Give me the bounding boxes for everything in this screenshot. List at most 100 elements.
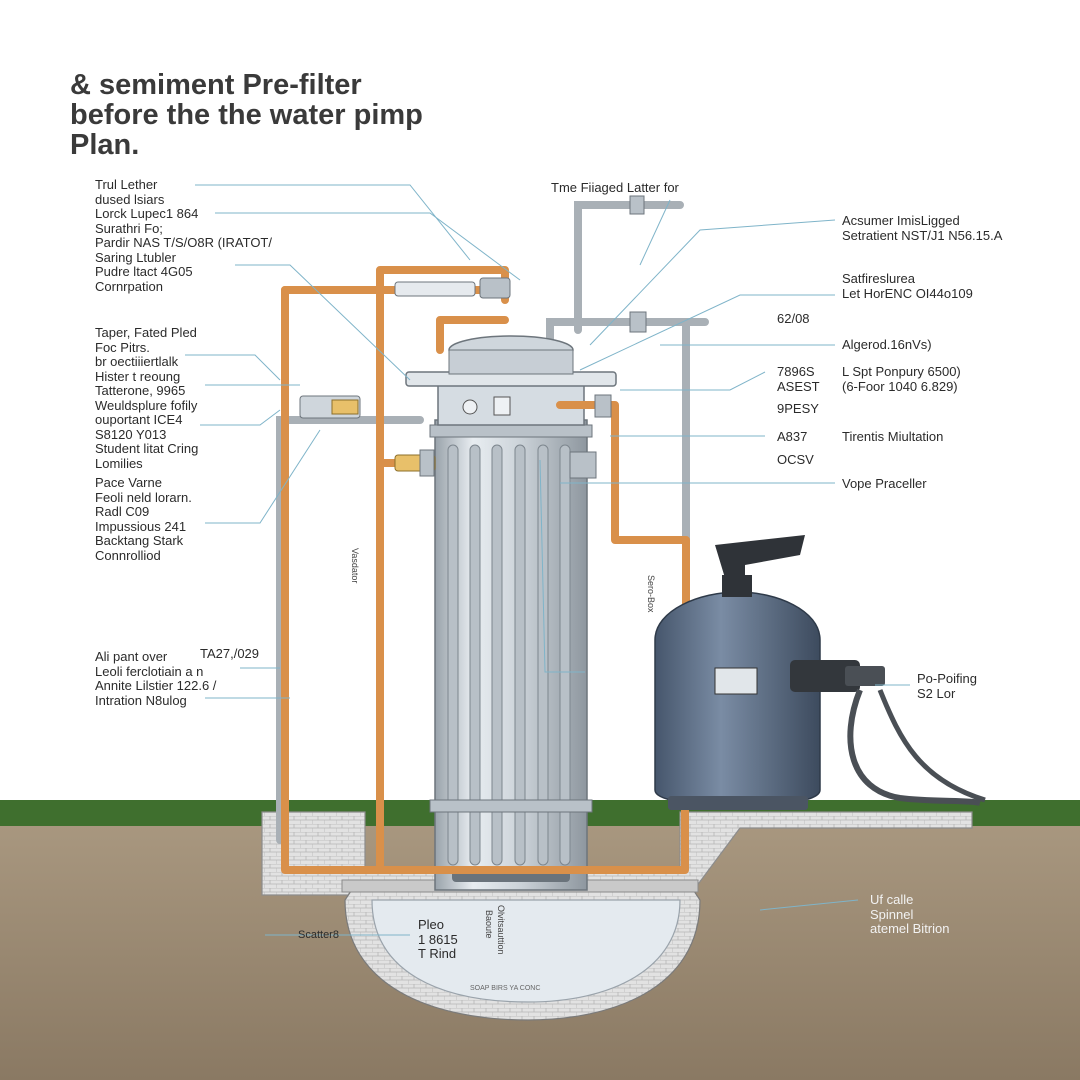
callout-text: dused lsiars <box>95 191 165 207</box>
leader-line <box>200 409 281 426</box>
callout-text: (6-Foor 1040 6.829) <box>842 378 958 394</box>
title-line: Plan. <box>70 129 140 161</box>
drain-valve-flange <box>419 449 435 477</box>
callout-text: atemel Bitrion <box>870 921 950 936</box>
callout-text: Saring Ltubler <box>95 249 176 265</box>
leader-line <box>185 354 281 381</box>
callout-text: Annite Lilstier 122.6 / <box>95 678 217 693</box>
callout-text: Taper, Fated Pled <box>95 325 197 340</box>
right-callout-7-code: A837 <box>777 429 808 444</box>
callout-text: Feoli neld lorarn. <box>95 489 192 505</box>
callout-text: Leoli ferclotiain a n <box>95 663 204 679</box>
right-callout-9: Vope Praceller <box>842 476 927 491</box>
callout-text: Cornrpation <box>95 278 163 294</box>
left-callout-group-2: Taper, Fated Pled Foc Pitrs. br oectiiie… <box>95 325 198 471</box>
pump-valve-neck <box>722 575 752 597</box>
valves <box>299 195 647 479</box>
inlet-brass-fitting <box>331 399 359 415</box>
callout-text: Intration N8ulog <box>95 692 187 708</box>
callout-text: Pace Varne <box>95 475 162 490</box>
callout-text: Tatterone, 9965 <box>95 383 186 398</box>
callout-text: Acsumer ImisLigged <box>842 213 960 228</box>
right-callout-7-desc: Tirentis Miultation <box>842 429 944 444</box>
left-callout-group-4: Ali pant over Leoli ferclotiain a n Anni… <box>95 649 217 708</box>
top-callout: Tme Fiiaged Latter for <box>551 180 679 195</box>
vertical-label: Baoute <box>484 910 494 939</box>
pump-tank <box>654 591 821 806</box>
callout-text: S2 Lor <box>917 685 956 701</box>
title-line: & semiment Pre-filter <box>70 69 362 101</box>
grey-inlet-pipe <box>276 416 424 844</box>
vertical-label: Sero-Box <box>646 575 656 613</box>
right-callout-4: Algerod.16nVs) <box>842 337 932 352</box>
callout-text: Trul Lether <box>95 177 158 192</box>
outlet-valve <box>594 394 612 418</box>
callout-text: Spinnel <box>870 906 914 922</box>
pit-center-label: Pleo 1 8615 T Rind <box>418 917 458 962</box>
right-callout-3: 62/08 <box>777 311 810 326</box>
leader-line <box>620 371 766 391</box>
right-callout-5-desc: L Spt Ponpury 6500) (6-Foor 1040 6.829) <box>842 364 961 394</box>
leader-line <box>759 899 859 911</box>
leader-line <box>235 264 411 381</box>
page-title: & semiment Pre-filter before the the wat… <box>70 70 423 160</box>
callout-text: Uf calle <box>870 892 914 907</box>
callout-text: Po-Poifing <box>917 671 977 686</box>
callout-text: ASEST <box>777 378 820 394</box>
leader-line <box>639 199 671 266</box>
left-callout-tag: TA27,/029 <box>200 646 260 661</box>
tank-nameplate <box>493 396 511 416</box>
callout-text: L Spt Ponpury 6500) <box>842 364 961 379</box>
grey-vent-pipe-top <box>574 201 684 334</box>
right-callout-5-codes: 7896S ASEST <box>777 364 820 394</box>
tank-band-upper <box>429 424 593 438</box>
callout-text: br oectiiiertlalk <box>95 354 179 369</box>
callout-text: Pudre ltact 4G05 <box>95 264 193 279</box>
ground-callout: Uf calle Spinnel atemel Bitrion <box>870 892 950 937</box>
pit-left-label: Scatter8 <box>298 929 339 941</box>
pump-base <box>668 796 808 810</box>
leader-line <box>215 212 521 281</box>
right-callout-6: 9PESY <box>777 401 819 416</box>
callout-text: Surathri Fo; <box>95 220 163 236</box>
top-valve-body <box>479 277 511 299</box>
vertical-label: Vasdator <box>350 548 360 584</box>
callout-text: Lorck Lupec1 864 <box>95 206 199 221</box>
callout-text: Let HorENC OI44o109 <box>842 285 973 301</box>
callout-text: Ali pant over <box>95 649 168 664</box>
sediment-filter-tank <box>405 335 617 891</box>
callout-text: 1 8615 <box>418 931 458 947</box>
tank-lid-rim <box>448 349 574 375</box>
callout-text: Impussious 241 <box>95 518 187 534</box>
copper-riser <box>436 316 509 354</box>
callout-text: Satfireslurea <box>842 271 915 286</box>
right-callout-8: OCSV <box>777 452 814 467</box>
callout-text: ouportant ICE4 <box>95 412 183 427</box>
vertical-label: Olvitsauttion <box>496 905 506 955</box>
pump-label-plate <box>714 667 758 695</box>
pit-rim-label: SOAP BIRS YA CONC <box>470 985 541 992</box>
callout-text: Pleo <box>418 917 445 932</box>
vent-valve <box>629 311 647 333</box>
callout-text: S8120 Y013 <box>95 426 167 442</box>
vent-cap <box>629 195 645 215</box>
left-callout-group-1: Trul Lether dused lsiars Lorck Lupec1 86… <box>95 177 272 294</box>
callout-text: 7896S <box>777 364 815 379</box>
right-callout-1: Acsumer ImisLigged Setratient NST/J1 N56… <box>842 213 1002 243</box>
left-callout-group-3: Pace Varne Feoli neld lorarn. Radl C09 I… <box>95 475 192 563</box>
callout-text: Connrolliod <box>95 547 161 563</box>
pressure-gauge-icon <box>462 399 478 415</box>
callout-text: T Rind <box>418 946 457 961</box>
copper-bypass-line <box>281 286 689 874</box>
callout-text: Radl C09 <box>95 504 150 519</box>
pump-multiport-valve-icon <box>715 535 805 578</box>
leader-line <box>195 184 471 261</box>
pump-hose <box>847 688 981 806</box>
leader-line <box>579 294 835 371</box>
leader-line <box>205 429 321 524</box>
right-callout-2: Satfireslurea Let HorENC OI44o109 <box>842 271 973 301</box>
grey-vent-pipe-right <box>546 318 709 344</box>
leader-line <box>589 219 836 346</box>
water-pump <box>654 535 986 810</box>
